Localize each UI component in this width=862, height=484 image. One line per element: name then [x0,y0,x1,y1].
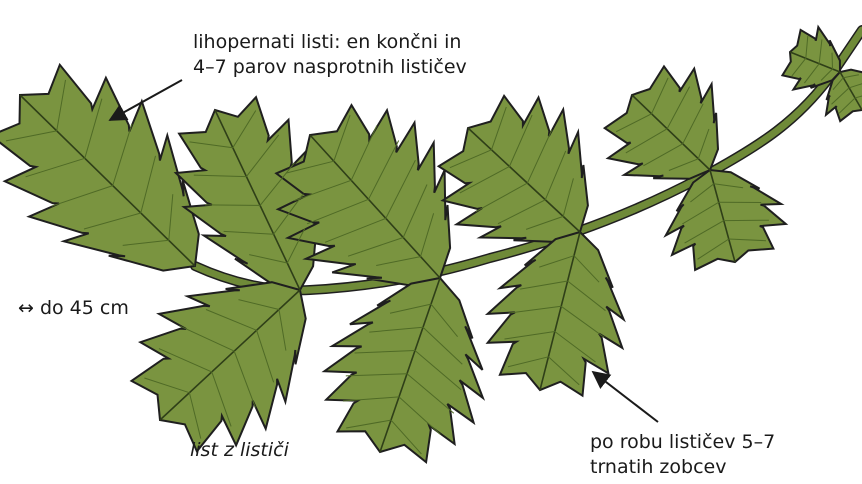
leaflet-teeth-label-line-2: trnatih zobcev [590,455,775,480]
leaf-length-label: ↔ do 45 cm [18,296,129,321]
leaflet-vein [205,205,260,206]
compound-leaf-label-line-2: 4–7 parov nasprotnih lističev [193,55,467,80]
leaflet-2 [176,97,319,290]
leaflet-6 [439,96,588,242]
compound-leaf-label-line-1: lihopernati listi: en končni in [193,30,467,55]
figure-caption: list z lističi [190,438,289,463]
leaflet-teeth-label: po robu lističev 5–7 trnatih zobcev [590,430,775,480]
leaflet-10 [782,27,840,89]
leaflet-3 [132,282,306,451]
arrow-to-leaflet-teeth [593,372,658,422]
compound-leaf-label: lihopernati listi: en končni in 4–7 paro… [193,30,467,80]
leaflet-vein [832,53,833,69]
leaflet-teeth-label-line-1: po robu lističev 5–7 [590,430,775,455]
